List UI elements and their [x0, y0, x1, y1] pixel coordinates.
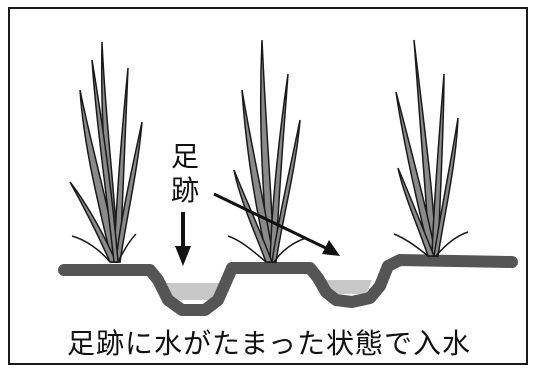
label-char-1: 足 — [170, 140, 199, 173]
water-puddle-right — [322, 280, 372, 294]
ground-line — [58, 254, 518, 316]
arrow-diagonal — [213, 192, 340, 256]
rice-plant-right — [393, 39, 469, 257]
water-puddle-left — [160, 283, 222, 300]
label-char-2: 跡 — [170, 174, 199, 207]
arrow-down — [175, 212, 191, 266]
rice-plant-middle — [227, 39, 307, 263]
diagram-caption: 足跡に水がたまった状態で入水 — [66, 327, 472, 360]
footprint-label: 足 跡 — [165, 140, 205, 208]
rice-plant-left — [69, 41, 143, 263]
